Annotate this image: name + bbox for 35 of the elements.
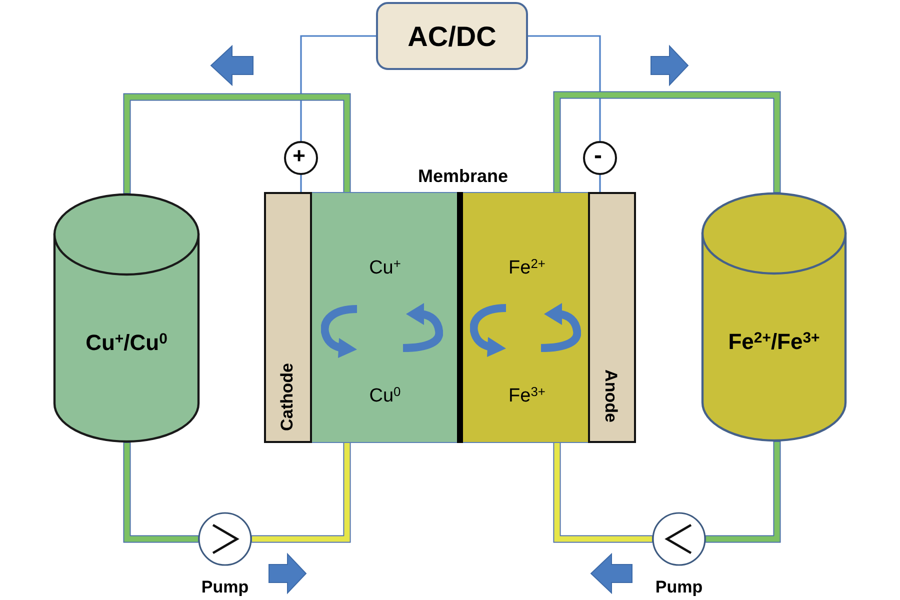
pump-symbol: [198, 512, 252, 566]
wire: [528, 35, 601, 141]
pipe: [124, 94, 350, 193]
polarity-sign: +: [292, 145, 306, 167]
anode-plate: [588, 192, 636, 443]
positive-terminal: [284, 141, 318, 175]
power-supply-label: AC/DC: [408, 23, 496, 51]
ion-label: Cu$^{+}$: [369, 258, 401, 278]
wire: [300, 175, 302, 192]
tank-label: Cu$^{+}$/Cu$^{0}$: [86, 332, 168, 354]
negative-terminal: [583, 141, 617, 175]
wire: [300, 35, 376, 141]
pipe: [706, 442, 780, 542]
wire: [599, 175, 601, 192]
pipe: [554, 92, 780, 192]
cathode-plate: [264, 192, 312, 443]
pump-symbol: [652, 512, 706, 566]
electrolyte-compartment: [463, 192, 588, 443]
pipe: [554, 443, 652, 542]
membrane-label: Membrane: [418, 167, 508, 185]
pipe: [124, 443, 198, 542]
ion-label: Fe$^{2+}$: [508, 258, 546, 278]
polarity-sign: -: [594, 144, 602, 168]
electrode-label: Cathode: [278, 363, 296, 431]
power-supply-box: [376, 2, 528, 70]
ion-label: Fe$^{3+}$: [508, 386, 546, 406]
electrode-label: Anode: [602, 370, 620, 422]
pump-label: Pump: [201, 578, 249, 596]
pump-label: Pump: [655, 578, 703, 596]
ion-label: Cu$^{0}$: [369, 386, 401, 406]
storage-tank: [701, 192, 847, 442]
electrolyte-compartment: [312, 192, 457, 443]
storage-tank: [53, 193, 200, 443]
pipe: [252, 443, 350, 542]
tank-label: Fe$^{2+}$/Fe$^{3+}$: [728, 331, 820, 353]
